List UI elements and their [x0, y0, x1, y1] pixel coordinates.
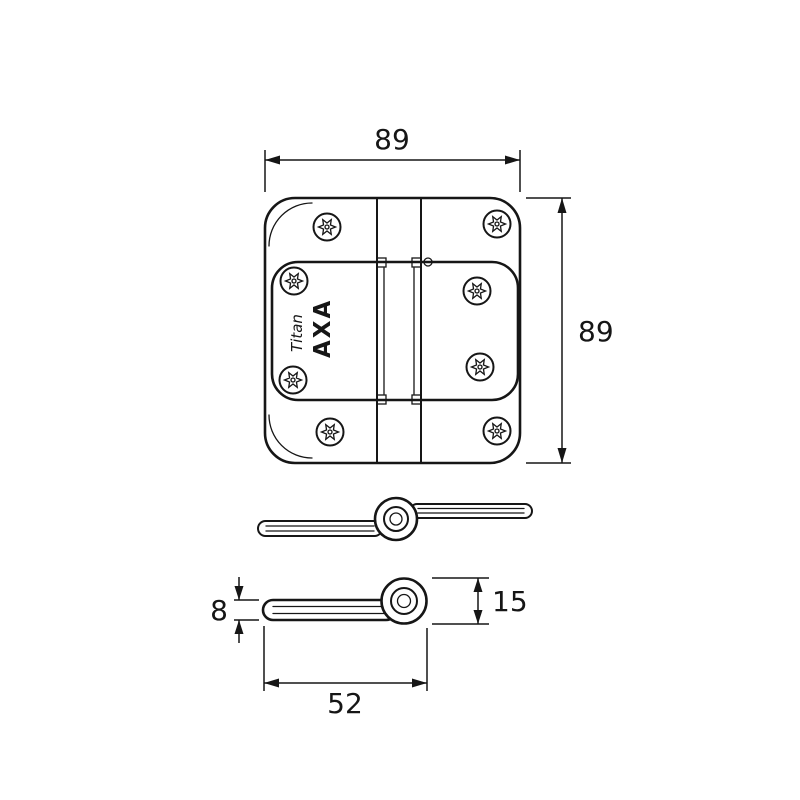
dim-overall-width: 89: [374, 123, 410, 156]
leaf-profile: [261, 598, 398, 622]
knuckle-outer: [380, 577, 428, 625]
arrowhead: [473, 610, 483, 624]
dimension-knuckle-height: 15: [432, 577, 528, 625]
leaf-corner-arc-top-left: [268, 202, 313, 247]
arrowhead: [557, 198, 567, 213]
top-view: AXA Titan: [263, 196, 522, 465]
dimension-overall-height: 89: [526, 197, 614, 464]
knuckle-notch: [376, 257, 387, 268]
arrowhead: [265, 155, 280, 165]
knuckle-outer: [373, 496, 419, 542]
dim-leaf-length: 52: [327, 687, 363, 720]
arrowhead: [234, 586, 244, 600]
hinge-inner-leaf-outline: [270, 260, 520, 402]
dim-overall-height: 89: [578, 315, 614, 348]
left-leaf-profile: [257, 520, 383, 537]
knuckle-ring: [383, 506, 409, 532]
dim-leaf-thickness: 8: [210, 594, 228, 627]
knuckle-notch: [411, 394, 422, 405]
knuckle-notch: [411, 257, 422, 268]
side-view-detail: [261, 577, 428, 625]
side-view-open: [257, 496, 533, 542]
arrowhead: [412, 678, 427, 688]
hinge-pin: [389, 512, 403, 526]
dimension-overall-width: 89: [264, 123, 521, 192]
knuckle-ring: [390, 587, 418, 615]
arrowhead: [264, 678, 279, 688]
arrowhead: [557, 448, 567, 463]
hinge-outer-plate: [263, 196, 522, 465]
series-label: Titan: [288, 314, 306, 352]
brand-label: AXA: [310, 299, 336, 358]
hinge-pin: [396, 593, 412, 609]
right-leaf-profile: [409, 503, 533, 519]
leaf-corner-arc-bottom-left: [268, 414, 313, 459]
dimension-leaf-thickness: 8: [210, 577, 259, 643]
arrowhead: [473, 578, 483, 592]
dim-knuckle-height: 15: [492, 585, 528, 618]
arrowhead: [505, 155, 520, 165]
knuckle-notch: [376, 394, 387, 405]
arrowhead: [234, 620, 244, 634]
pin-end-detail: [423, 257, 433, 267]
dimension-leaf-length: 52: [263, 626, 428, 720]
